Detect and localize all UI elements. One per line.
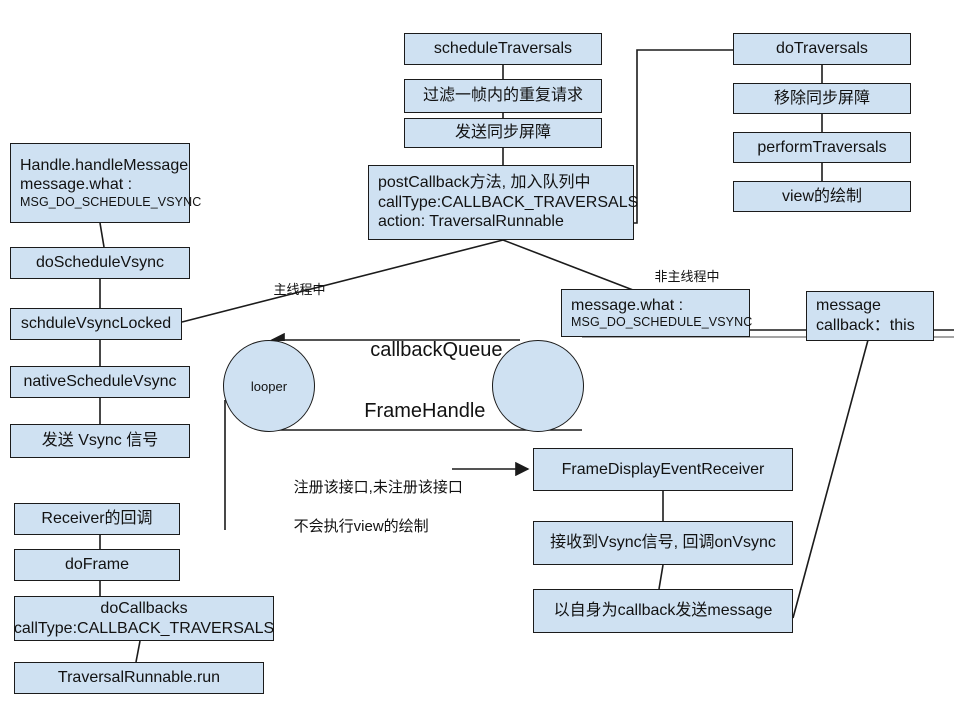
node-remove-sync-barrier[interactable]: 移除同步屏障 [733,83,911,114]
node-line-1: 发送 Vsync 信号 [41,432,159,450]
line-postcallback-to-messagewhat [502,239,634,291]
label-register-note-line-2: 不会执行view的绘制 [293,517,429,535]
node-do-callbacks[interactable]: doCallbacks callType:CALLBACK_TRAVERSALS [14,596,274,641]
line-postcallback-to-locked [181,239,504,323]
node-message-callback[interactable]: message callback：this [806,291,934,341]
line-vsync-to-sendmessage [658,564,664,590]
node-post-callback[interactable]: postCallback方法, 加入队列中 callType:CALLBACK_… [368,165,638,240]
node-frame-display-event-receiver[interactable]: FrameDisplayEventReceiver [533,448,793,491]
node-line-1: 移除同步屏障 [773,89,870,107]
line-sendmessage-to-messagecallback [792,339,869,619]
node-line-2: callType:CALLBACK_TRAVERSALS [378,193,639,211]
node-traversal-runnable-run[interactable]: TraversalRunnable.run [14,662,264,694]
label-frame-handle: FrameHandle [364,400,486,422]
node-schdule-vsync-locked[interactable]: schduleVsyncLocked [10,308,182,340]
node-line-1: Receiver的回调 [41,510,153,528]
node-perform-traversals[interactable]: performTraversals [733,132,911,163]
node-line-1: TraversalRunnable.run [57,669,221,687]
node-line-1: FrameDisplayEventReceiver [561,460,765,478]
node-receive-vsync-callback[interactable]: 接收到Vsync信号, 回调onVsync [533,521,793,565]
node-line-1: doFrame [64,556,130,574]
label-callback-queue: callbackQueue [370,339,503,361]
node-filter-duplicate-request[interactable]: 过滤一帧内的重复请求 [404,79,602,113]
node-line-3: MSG_DO_SCHEDULE_VSYNC [20,194,202,209]
node-schedule-traversals[interactable]: scheduleTraversals [404,33,602,65]
node-do-schedule-vsync[interactable]: doScheduleVsync [10,247,190,279]
circle-looper-label: looper [250,378,288,394]
node-line-1: doScheduleVsync [35,254,165,272]
node-message-what[interactable]: message.what : MSG_DO_SCHEDULE_VSYNC [561,289,753,337]
line-handle-to-doschedule [99,222,105,248]
node-line-1: performTraversals [757,138,887,156]
node-line-2: message.what : [20,176,133,194]
node-line-1: message.what : [571,296,684,314]
node-line-1: 发送同步屏障 [454,124,551,142]
node-view-draw[interactable]: view的绘制 [733,181,911,212]
label-register-note: 注册该接口,未注册该接口 不会执行view的绘制 [277,458,463,556]
node-line-1: view的绘制 [781,187,862,205]
node-line-1: doCallbacks [100,599,188,617]
node-line-1: postCallback方法, 加入队列中 [378,174,591,192]
node-line-1: Handle.handleMessage [20,156,189,174]
label-non-main-thread: 非主线程中 [654,268,720,284]
node-line-2: callback：this [816,317,915,334]
node-line-1: nativeScheduleVsync [23,373,177,391]
node-line-1: doTraversals [776,40,868,58]
node-line-1: scheduleTraversals [433,40,573,58]
node-line-2: MSG_DO_SCHEDULE_VSYNC [571,315,753,330]
node-do-traversals[interactable]: doTraversals [733,33,911,65]
node-line-1: message [816,297,881,315]
node-receiver-callback[interactable]: Receiver的回调 [14,503,180,535]
node-line-1: schduleVsyncLocked [20,315,172,333]
node-line-1: 接收到Vsync信号, 回调onVsync [550,534,776,552]
circle-frame-handle-right[interactable] [492,340,584,432]
line-docallbacks-to-runnable [135,640,141,663]
node-line-1: 过滤一帧内的重复请求 [422,87,583,105]
node-send-message-with-self[interactable]: 以自身为callback发送message [533,589,793,633]
node-line-1: 以自身为callback发送message [553,602,773,620]
node-handle-handle-message[interactable]: Handle.handleMessage message.what : MSG_… [10,143,201,223]
node-line-3: action: TraversalRunnable [378,213,564,231]
circle-looper[interactable]: looper [223,340,315,432]
node-native-schedule-vsync[interactable]: nativeScheduleVsync [10,366,190,398]
node-line-2: callType:CALLBACK_TRAVERSALS [13,619,275,637]
label-main-thread: 主线程中 [273,281,326,297]
node-send-sync-barrier[interactable]: 发送同步屏障 [404,118,602,148]
node-do-frame[interactable]: doFrame [14,549,180,581]
label-register-note-line-1: 注册该接口,未注册该接口 [293,478,463,496]
node-send-vsync-signal[interactable]: 发送 Vsync 信号 [10,424,190,458]
